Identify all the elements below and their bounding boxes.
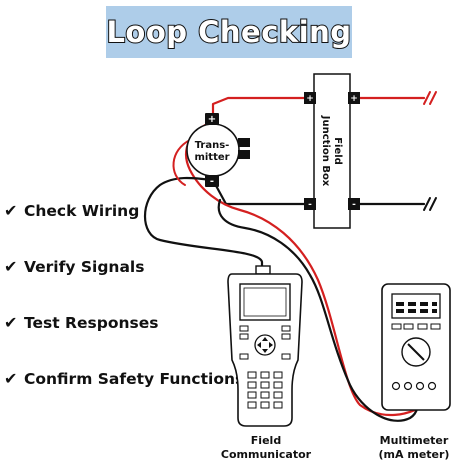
red-wire-transmitter-to-jb: [211, 96, 310, 120]
wires: [144, 91, 437, 422]
communicator-screen-inner: [243, 287, 287, 317]
communicator-button-right-1: [281, 325, 291, 332]
jb-minus-left: -: [308, 200, 312, 210]
transmitter-side-terminal-bottom: [238, 150, 250, 159]
title-banner: Loop Checking: [105, 6, 352, 58]
junction-box-label-line-1: Field: [332, 137, 343, 165]
jb-terminal-bottom-right-minus: [348, 198, 360, 210]
jb-terminal-top-right-plus: [348, 92, 360, 104]
checklist-item-test-responses: ✔ Test Responses: [4, 310, 158, 336]
break-mark-top: [423, 91, 437, 105]
check-icon: ✔: [4, 313, 18, 332]
junction-box-body: [313, 73, 351, 229]
jb-plus-right: +: [350, 94, 358, 104]
multimeter-small-buttons: [391, 323, 441, 330]
multimeter-label-line-2: (mA meter): [379, 448, 450, 461]
multimeter-label-line-1: Multimeter: [380, 434, 449, 447]
page-title: Loop Checking: [105, 14, 352, 50]
field-communicator: Field Communicator: [221, 265, 312, 461]
jb-terminal-top-left-plus: [304, 92, 316, 104]
checklist-item-check-wiring: ✔ Check Wiring: [4, 198, 139, 224]
field-communicator-label-line-1: Field: [251, 434, 281, 447]
communicator-dpad: [254, 334, 276, 356]
jb-minus-right: -: [352, 200, 356, 210]
communicator-connector: [255, 265, 271, 275]
transmitter-minus-symbol: -: [210, 176, 214, 187]
checklist-item-confirm-safety: ✔ Confirm Safety Functions: [4, 366, 244, 392]
checklist-label: Confirm Safety Functions: [24, 370, 245, 388]
multimeter-jack-2: [403, 381, 413, 391]
multimeter-jack-1: [391, 381, 401, 391]
checklist-label: Check Wiring: [24, 202, 140, 220]
multimeter-jack-4: [427, 381, 437, 391]
break-mark-bottom: [423, 197, 437, 211]
communicator-button-left-2: [239, 333, 249, 340]
checklist-label: Verify Signals: [24, 258, 145, 276]
transmitter-plus-symbol: +: [208, 114, 216, 125]
check-icon: ✔: [4, 369, 18, 388]
red-wire-probe: [172, 139, 191, 186]
communicator-dpad-arrows: [257, 337, 273, 353]
transmitter-label-line-1: Trans-: [195, 140, 230, 151]
black-wire-communicator: [144, 176, 264, 272]
communicator-button-right-2: [281, 333, 291, 340]
checklist-item-verify-signals: ✔ Verify Signals: [4, 254, 144, 280]
black-wire-transmitter-to-jb: [212, 180, 310, 206]
multimeter-dial-pointer: [407, 343, 425, 361]
junction-box: + + - - Field Junction Box: [304, 73, 360, 229]
jb-terminal-bottom-left-minus: [304, 198, 316, 210]
transmitter-terminal-plus: [205, 113, 219, 125]
communicator-keypad: [247, 371, 283, 409]
black-wire-to-multimeter: [217, 198, 420, 422]
communicator-button-left-1: [239, 325, 249, 332]
multimeter-jack-3: [415, 381, 425, 391]
transmitter-label-line-2: mitter: [194, 152, 229, 163]
multimeter: Multimeter (mA meter): [379, 283, 451, 461]
communicator-button-left-3: [239, 353, 249, 360]
junction-box-label-line-2: Junction Box: [320, 115, 331, 187]
transmitter-terminal-minus: [205, 175, 219, 187]
communicator-button-right-3: [281, 353, 291, 360]
checklist-label: Test Responses: [24, 314, 159, 332]
transmitter-side-terminal-top: [238, 138, 250, 147]
field-communicator-label-line-2: Communicator: [221, 448, 312, 461]
check-icon: ✔: [4, 201, 18, 220]
multimeter-display-segments: [396, 302, 437, 313]
transmitter: + - Trans- mitter: [186, 113, 250, 187]
check-icon: ✔: [4, 257, 18, 276]
jb-plus-left: +: [306, 94, 314, 104]
